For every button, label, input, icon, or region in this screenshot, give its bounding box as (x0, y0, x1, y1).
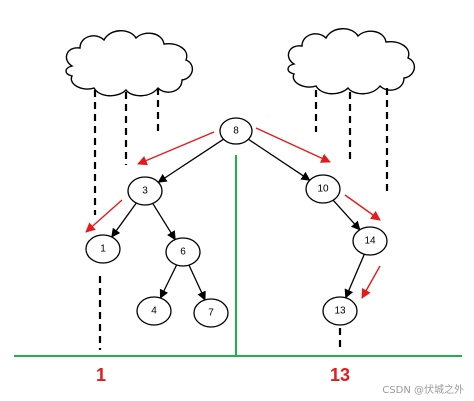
edge-6-to-7 (188, 264, 206, 301)
right-rain (314, 88, 389, 352)
node-label: 14 (364, 236, 376, 247)
edge-10-to-14 (332, 199, 361, 231)
tree-node-10: 10 (305, 174, 341, 204)
red-arrow (361, 265, 381, 299)
node-circle (322, 296, 358, 326)
edge-6-to-4 (159, 264, 178, 299)
edge-8-to-10 (248, 138, 311, 181)
red-arrow (137, 131, 215, 166)
node-label: 3 (142, 186, 148, 197)
node-label: 4 (151, 306, 157, 317)
node-circle (305, 174, 341, 204)
node-circle (136, 296, 172, 326)
red-arrow (85, 199, 123, 233)
right-result: 13 (330, 365, 350, 385)
node-label: 13 (334, 306, 346, 317)
edge-8-to-3 (157, 138, 224, 183)
edge-3-to-1 (111, 202, 137, 238)
tree-node-4: 4 (136, 296, 172, 326)
tree-node-13: 13 (322, 296, 358, 326)
tree-node-1: 1 (85, 234, 121, 264)
tree-nodes: 8 3 10 1 6 14 4 7 13 (85, 117, 388, 328)
edge-3-to-6 (152, 203, 176, 241)
node-circle (193, 298, 229, 328)
node-label: 7 (208, 308, 214, 319)
node-label: 10 (317, 184, 329, 195)
tree-node-6: 6 (165, 237, 201, 267)
left-cloud (65, 30, 193, 97)
watermark: CSDN @伏城之外 (382, 383, 464, 396)
tree-node-3: 3 (127, 176, 163, 206)
node-label: 1 (100, 244, 106, 255)
tree-node-8: 8 (219, 117, 253, 145)
highlight-arrows (85, 127, 381, 299)
tree-node-7: 7 (193, 298, 229, 328)
red-arrow (344, 194, 381, 221)
node-circle (219, 117, 253, 145)
node-circle (352, 226, 388, 256)
left-rain (93, 88, 160, 350)
left-result: 1 (96, 365, 106, 385)
right-cloud (287, 28, 415, 95)
tree-node-14: 14 (352, 226, 388, 256)
node-label: 6 (180, 247, 186, 258)
tree-edges (111, 138, 365, 301)
node-label: 8 (233, 126, 239, 137)
red-arrow (255, 127, 331, 163)
edge-14-to-13 (344, 253, 365, 299)
node-circle (165, 237, 201, 267)
node-circle (85, 234, 121, 264)
node-circle (127, 176, 163, 206)
